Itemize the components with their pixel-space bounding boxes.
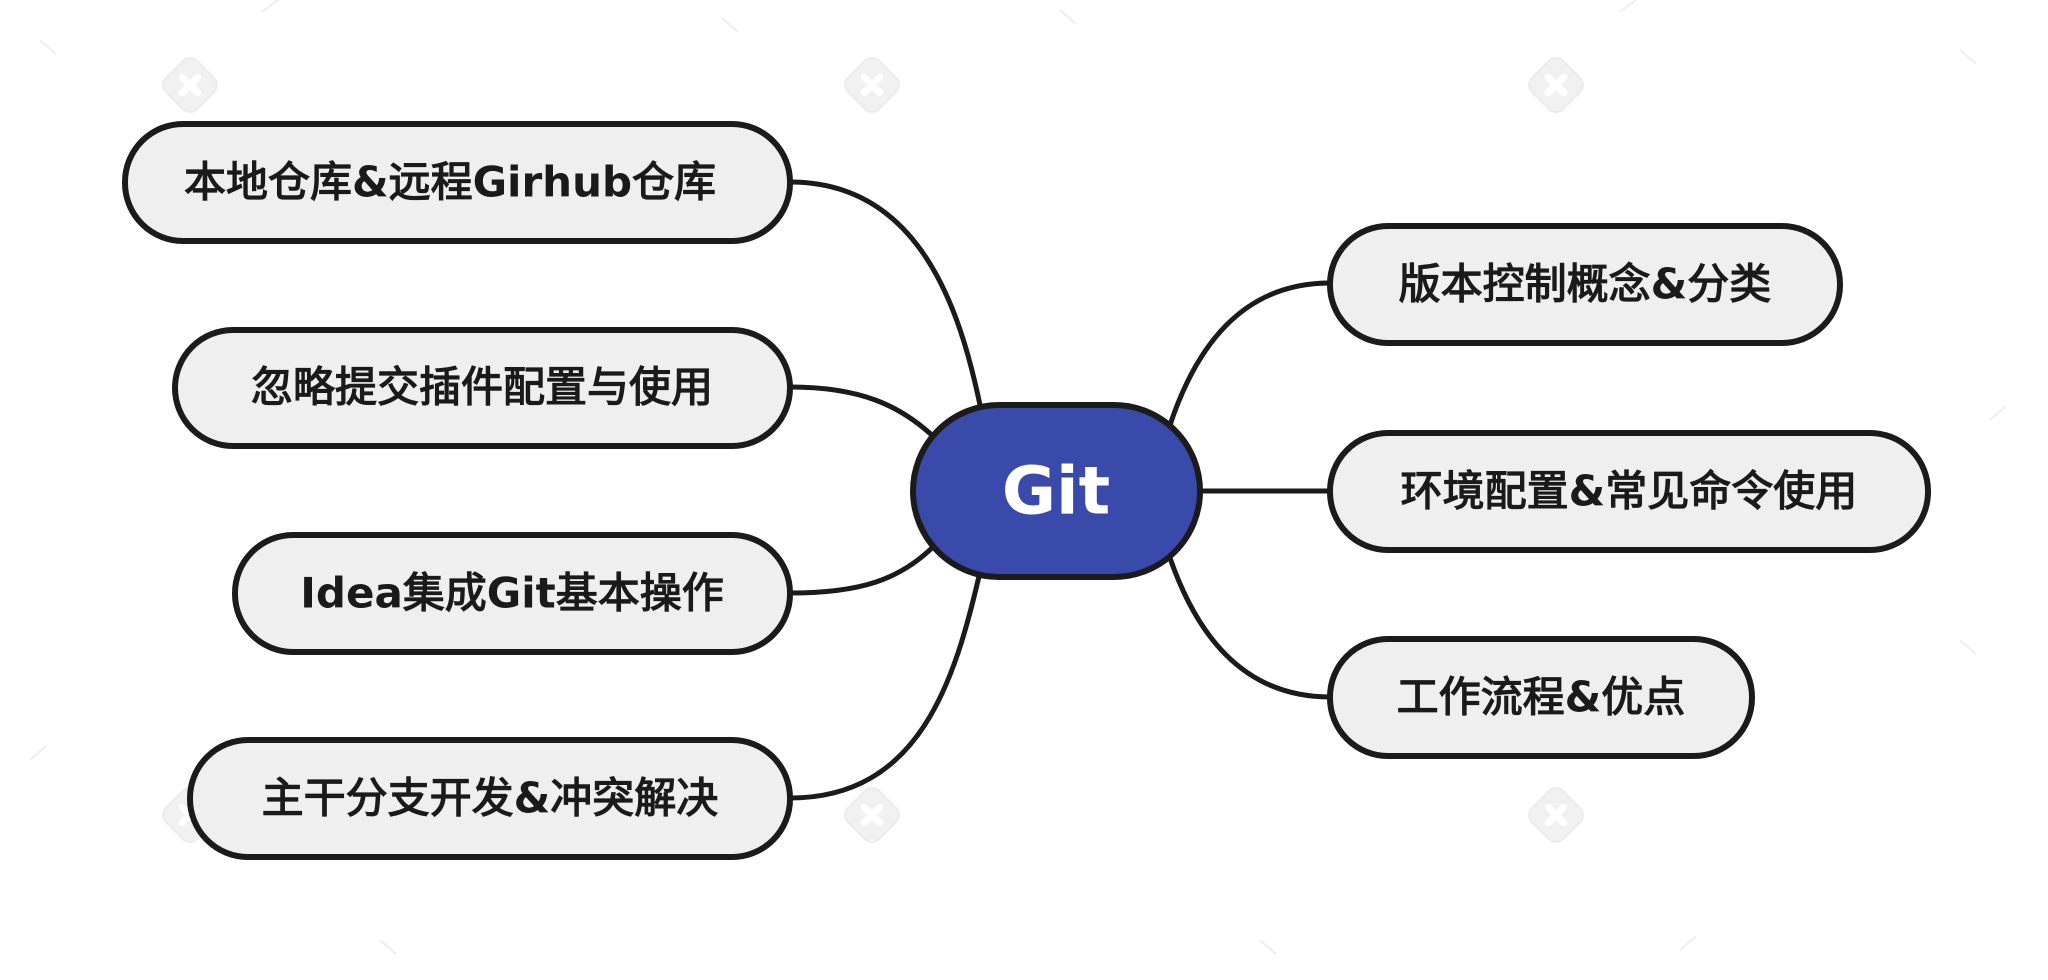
watermark-dash [1619,0,1637,13]
connector-right-1 [1167,280,1333,428]
topic-left-3[interactable]: Idea集成Git基本操作 [232,532,793,655]
central-topic-label: Git [1002,453,1110,530]
topic-right-3-shape [1327,636,1755,759]
connector-right-3 [1167,555,1333,700]
xmind-logo-icon [844,57,900,113]
watermark-dash [721,17,739,33]
topic-right-2-label: 环境配置&常见命令使用 [1401,467,1858,516]
watermark-dash [1959,639,1977,655]
topic-right-2-shape [1327,430,1931,553]
topic-right-2[interactable]: 环境配置&常见命令使用 [1327,430,1931,553]
xmind-logo-icon [1528,787,1584,843]
topic-left-1[interactable]: 本地仓库&远程Girhub仓库 [122,121,793,244]
topic-right-1-shape [1327,223,1843,346]
watermark-dash [29,745,47,761]
central-topic[interactable]: Git [910,402,1203,580]
watermark-dash [1959,49,1977,65]
watermark-dash [39,39,57,55]
topic-left-4-label: 主干分支开发&冲突解决 [262,774,719,823]
connector-left-4 [787,569,983,801]
xmind-logo-icon [844,787,900,843]
topic-right-3[interactable]: 工作流程&优点 [1327,636,1755,759]
xmind-logo-icon [1528,57,1584,113]
topic-left-4[interactable]: 主干分支开发&冲突解决 [187,737,793,860]
connector-left-3 [787,542,938,596]
connector-left-1 [787,179,983,408]
watermark-dash [261,0,279,13]
topic-left-4-shape [187,737,793,860]
central-topic-shape [910,402,1203,580]
topic-left-1-label: 本地仓库&远程Girhub仓库 [184,158,716,207]
topic-right-1-label: 版本控制概念&分类 [1399,260,1772,309]
topic-left-3-label: Idea集成Git基本操作 [300,569,723,618]
topic-left-2[interactable]: 忽略提交插件配置与使用 [172,327,793,449]
topic-left-2-label: 忽略提交插件配置与使用 [251,363,713,412]
watermark-dash [1989,405,2007,421]
connector-layer [787,179,1333,801]
connector-left-2 [787,384,938,441]
topic-right-1[interactable]: 版本控制概念&分类 [1327,223,1843,346]
watermark-dash [1259,939,1277,955]
watermark-dash [379,939,397,955]
topic-left-3-shape [232,532,793,655]
watermark-dash [1059,9,1077,25]
xmind-logo-icon [162,57,218,113]
topic-left-1-shape [122,121,793,244]
watermark-dash [1679,935,1697,951]
topic-left-2-shape [172,327,793,449]
topic-right-3-label: 工作流程&优点 [1397,673,1686,722]
